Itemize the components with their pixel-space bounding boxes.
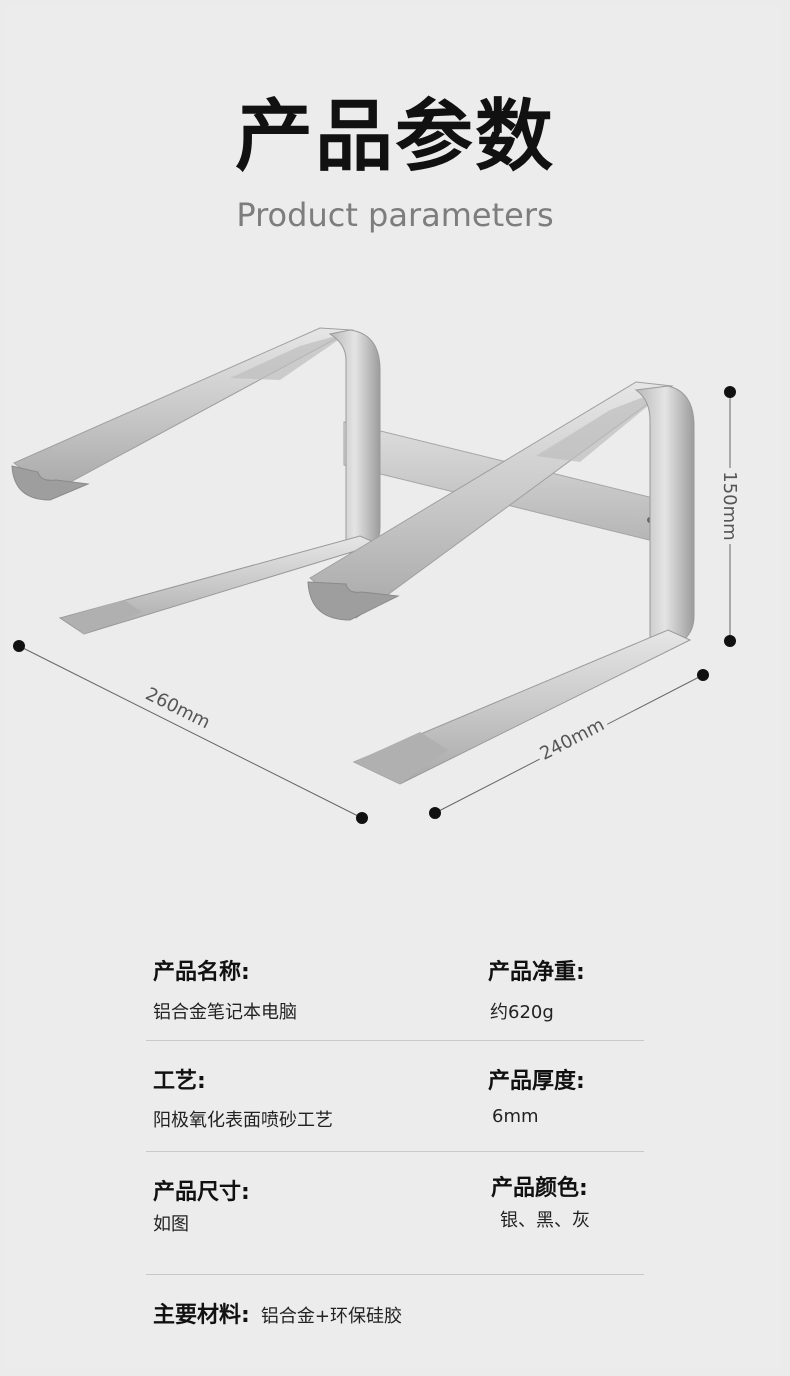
net-weight-value: 约620g [490, 1002, 554, 1023]
background-frame [6, 6, 782, 1368]
right-stand [307, 381, 695, 785]
craft-value: 阳极氧化表面喷砂工艺 [153, 1110, 333, 1131]
thickness-label: 产品厚度: [488, 1069, 585, 1094]
product-name-value: 铝合金笔记本电脑 [153, 1002, 297, 1023]
material-row: 主要材料: 铝合金+环保硅胶 [153, 1297, 402, 1329]
craft-label: 工艺: [153, 1069, 206, 1094]
dimension-length: 260mm [13, 640, 368, 824]
product-diagram: 260mm 240mm 150mm [0, 300, 790, 860]
net-weight-label: 产品净重: [488, 960, 585, 985]
material-value: 铝合金+环保硅胶 [260, 1306, 402, 1327]
product-name-label: 产品名称: [153, 960, 250, 985]
color-label: 产品颜色: [491, 1176, 588, 1201]
divider [146, 1040, 644, 1041]
color-value: 银、黑、灰 [500, 1210, 590, 1231]
height-label: 150mm [719, 471, 740, 540]
dimension-height: 150mm [718, 386, 744, 647]
material-label: 主要材料: [153, 1303, 250, 1328]
page-title: 产品参数 [234, 92, 555, 182]
size-value: 如图 [153, 1214, 189, 1235]
divider [146, 1274, 644, 1275]
left-stand [11, 327, 381, 635]
divider [146, 1151, 644, 1152]
size-label: 产品尺寸: [153, 1180, 250, 1205]
thickness-value: 6mm [492, 1106, 539, 1127]
page-subtitle: Product parameters [236, 196, 554, 234]
